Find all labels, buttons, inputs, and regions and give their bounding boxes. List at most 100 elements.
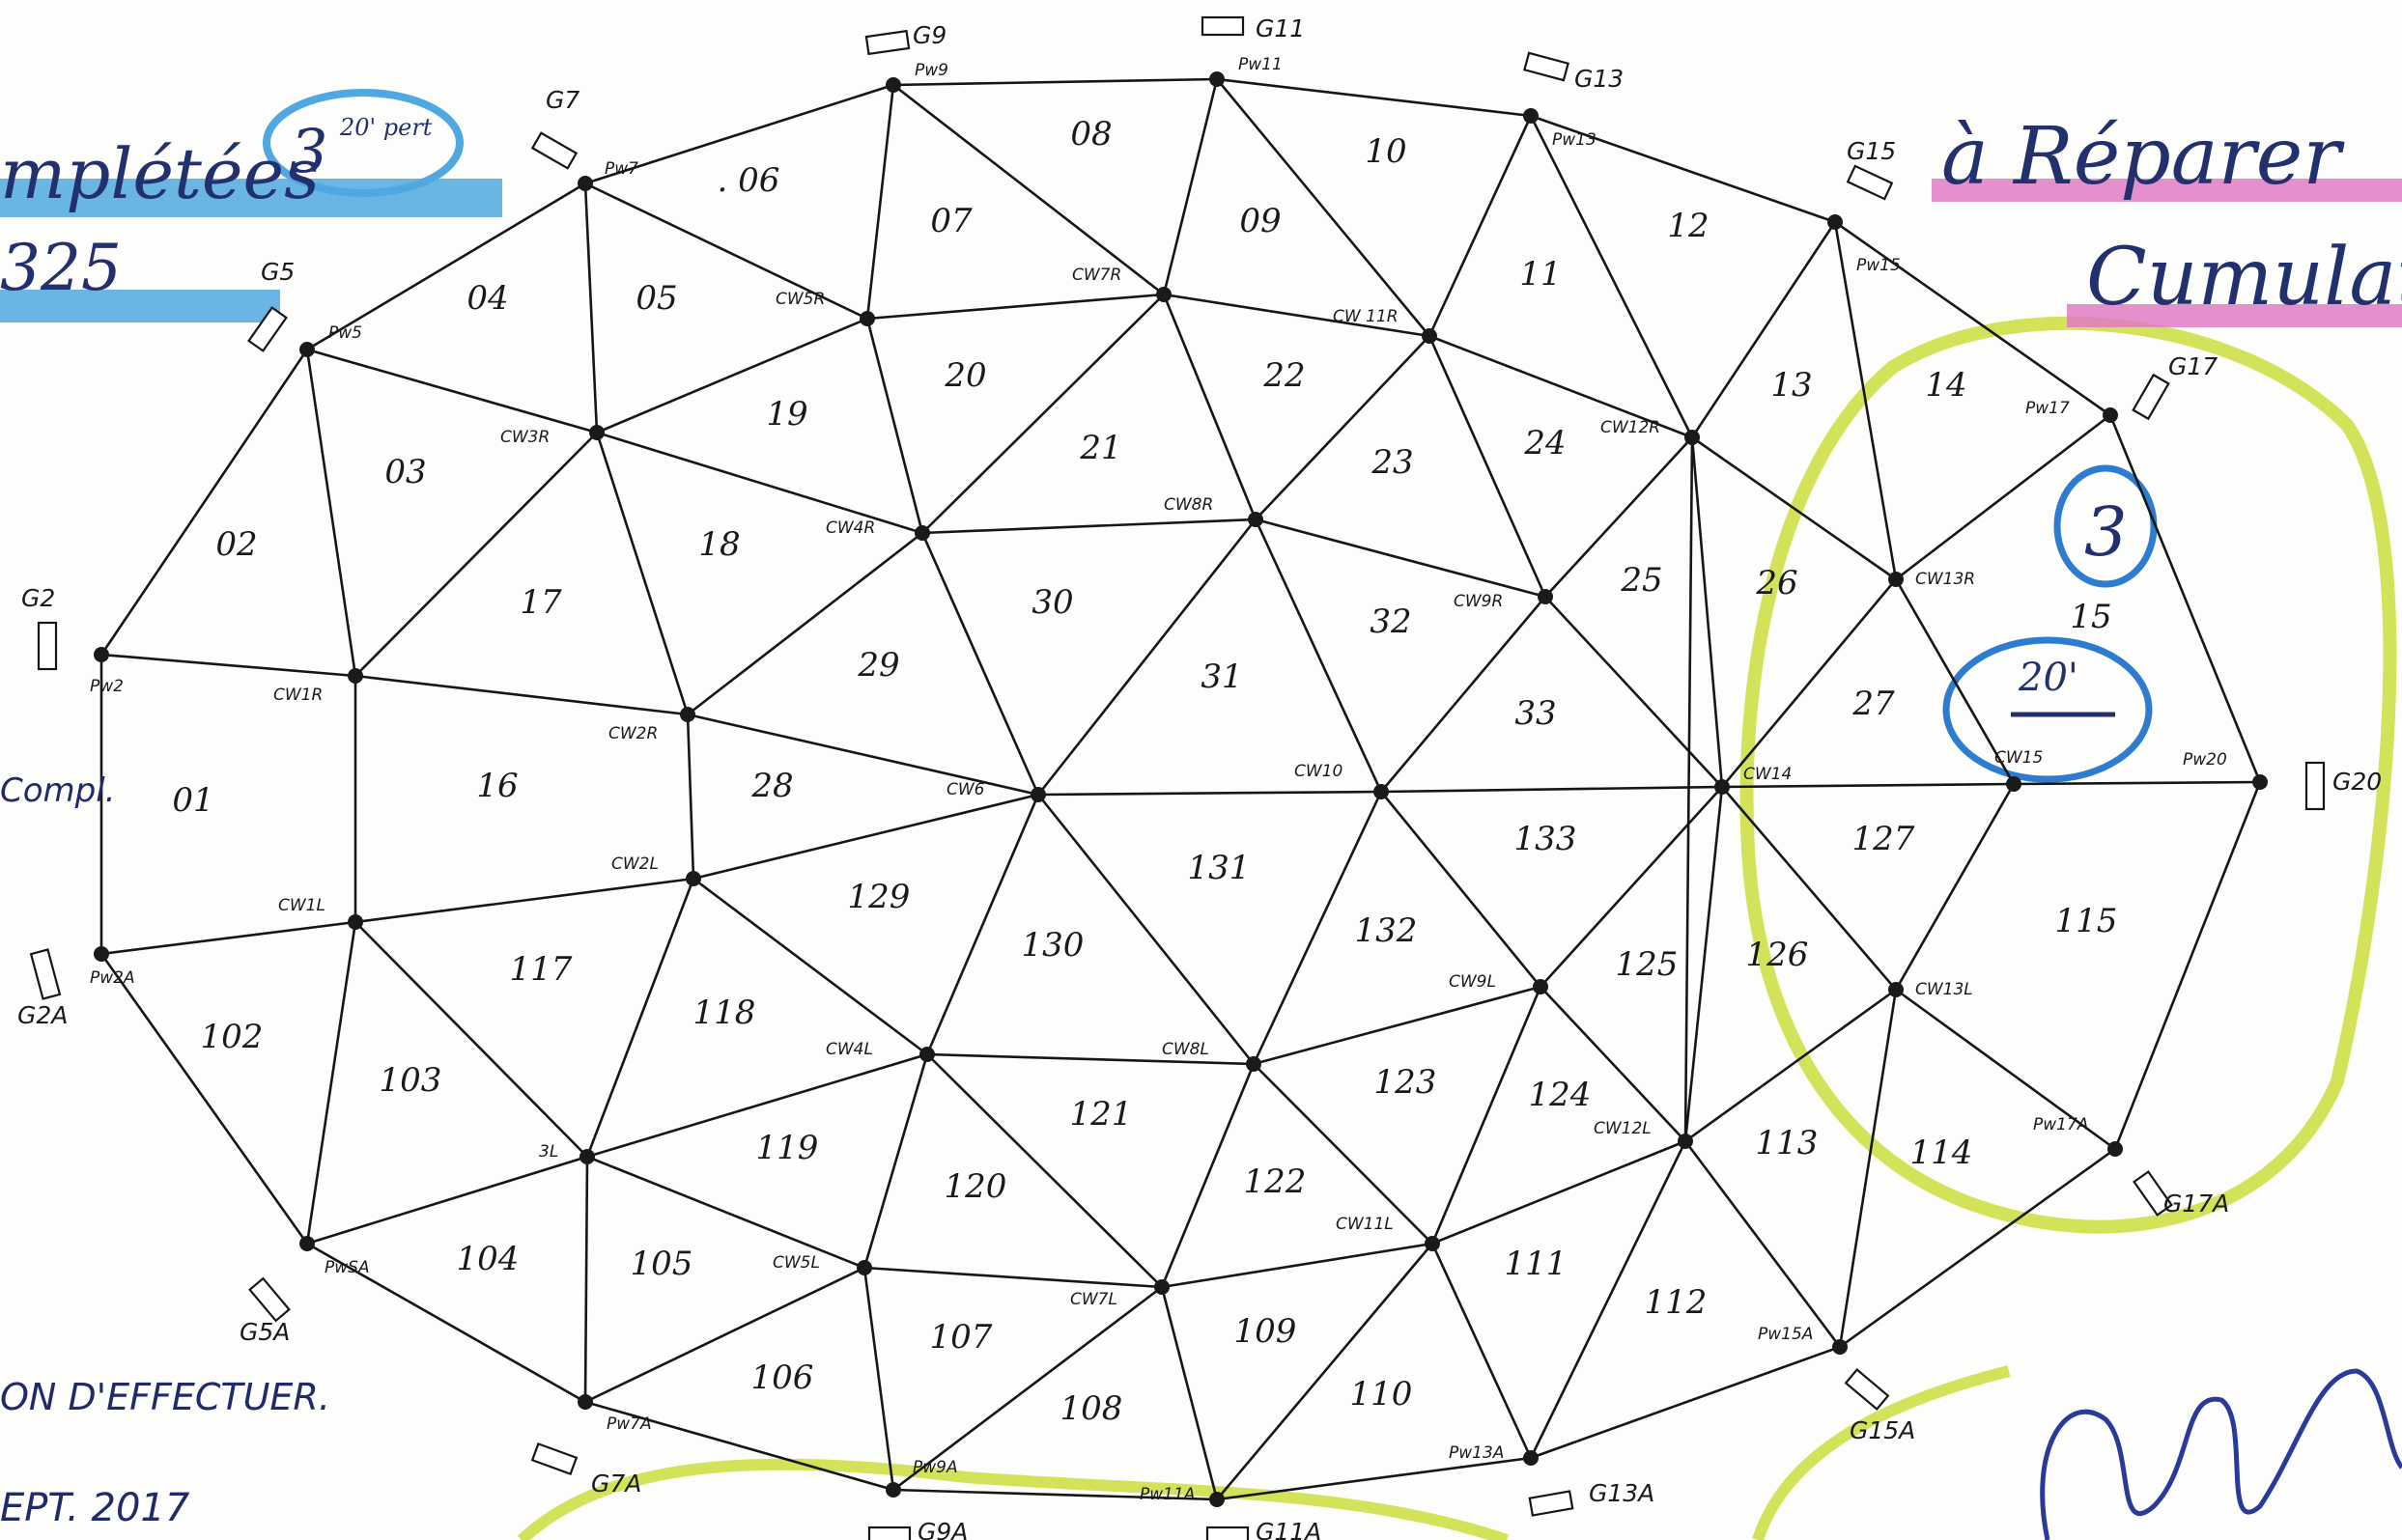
gauge-label-g17: G17 <box>2168 352 2218 380</box>
cell-label-121: 121 <box>1070 1095 1133 1134</box>
well-label-cw13r: CW13R <box>1915 570 1975 589</box>
compl-label: Compl. <box>0 771 116 810</box>
well-label-cw1l: CW1L <box>278 896 325 915</box>
well-label-pw5: Pw5 <box>328 323 362 343</box>
cell-label-23: 23 <box>1371 443 1413 482</box>
pipe-edge-cw11r-cw12r <box>1428 334 1693 439</box>
cell-label-33: 33 <box>1514 694 1556 733</box>
well-label-cw1r: CW1R <box>273 686 323 705</box>
pipe-edge-pw5-cw3r <box>306 348 598 434</box>
well-label-cw9r: CW9R <box>1454 592 1503 611</box>
cell-label-14: 14 <box>1925 366 1966 405</box>
well-label-cw12r: CW12R <box>1600 418 1660 437</box>
pipe-edge-cw11r-cw9r <box>1427 335 1547 598</box>
well-node-pw11a <box>1209 1492 1225 1507</box>
gauge-marker-g2a <box>29 948 62 1000</box>
pipe-edge-cw7r-cw8r <box>1162 294 1258 520</box>
cell-label-13: 13 <box>1770 366 1812 405</box>
well-node-cw9r <box>1538 589 1553 604</box>
pipe-edge-cw11r-cw8r <box>1255 335 1430 520</box>
pipe-edge-pw7a-pw9a <box>584 1400 894 1492</box>
well-label-pw9a: Pw9A <box>913 1458 958 1477</box>
cell-label-129: 129 <box>848 878 911 916</box>
pipe-edge-cw8l-cw10 <box>1252 791 1383 1065</box>
cell-label-31: 31 <box>1201 658 1242 696</box>
cell-label-104: 104 <box>457 1240 520 1278</box>
well-node-cw5r <box>860 311 875 326</box>
well-label-pw5a: PwSA <box>325 1258 370 1277</box>
cell-label-32: 32 <box>1370 602 1411 641</box>
pipe-network <box>99 77 2262 1501</box>
cell-label-10: 10 <box>1365 132 1406 171</box>
pink-highlight-cumul <box>2067 304 2402 327</box>
pipe-edge-cw12l-cw13l <box>1684 988 1897 1143</box>
pipe-edge-pw11a-pw13a <box>1216 1456 1532 1501</box>
cell-label-126: 126 <box>1746 936 1809 974</box>
cell-label-105: 105 <box>631 1245 693 1283</box>
blue-circle-repair-length <box>1942 636 2153 783</box>
well-label-pw15a: Pw15A <box>1758 1325 1813 1344</box>
pipe-edge-cw12r-cw9r <box>1544 436 1693 598</box>
well-node-cw4r <box>915 525 930 541</box>
pipe-edge-pw5a-pw7a <box>306 1242 586 1404</box>
cell-label-132: 132 <box>1355 911 1418 950</box>
cell-label-28: 28 <box>750 767 793 805</box>
cell-label-115: 115 <box>2055 902 2118 940</box>
cell-label-27: 27 <box>1851 685 1895 723</box>
pipe-edge-pw5a-cw3l <box>306 1155 588 1246</box>
pipe-edge-pw13-cw12r <box>1529 115 1694 438</box>
well-node-pw7 <box>578 176 593 191</box>
cumulative-title: Cumulat <box>2086 232 2402 323</box>
well-node-cw1l <box>348 914 363 930</box>
well-node-pw15a <box>1832 1339 1848 1355</box>
pipe-edge-cw1l-cw3l <box>354 921 588 1158</box>
pipe-edge-pw13-pw15 <box>1530 114 1836 224</box>
well-node-cw12l <box>1678 1134 1693 1149</box>
cell-label-25: 25 <box>1620 561 1662 600</box>
gauge-marker-g7a <box>530 1442 579 1476</box>
pipe-edge-pw7a-cw5l <box>584 1266 865 1404</box>
cell-label-113: 113 <box>1756 1124 1819 1162</box>
gauge-label-g2: G2 <box>21 584 55 612</box>
pipe-edge-pw11-pw13 <box>1216 77 1532 118</box>
cell-label-21: 21 <box>1079 429 1121 467</box>
pipe-edge-cw13r-cw15 <box>1894 578 2016 785</box>
pipe-edge-pw13-cw11r <box>1427 115 1533 337</box>
repair-count: 3 <box>2084 492 2128 572</box>
pipe-edge-cw8r-cw9r <box>1255 518 1546 599</box>
cell-label-127: 127 <box>1852 820 1915 858</box>
gauge-marker-g17 <box>2132 373 2170 421</box>
instruction-text: ON D'EFFECTUER. <box>0 1376 330 1418</box>
blue-circle-repair-count <box>2053 464 2158 588</box>
well-label-pw13: Pw13 <box>1552 130 1597 150</box>
pipe-edge-cw13l-cw15 <box>1894 783 2016 991</box>
cell-label-109: 109 <box>1234 1312 1297 1351</box>
well-label-cw14: CW14 <box>1743 765 1792 784</box>
gauge-label-g13a: G13A <box>1589 1479 1654 1507</box>
well-label-pw7a: Pw7A <box>607 1414 652 1434</box>
to-repair-title: à Réparer <box>1941 111 2345 203</box>
gauge-marker-g20 <box>2304 761 2326 811</box>
well-node-pw15 <box>1827 214 1843 230</box>
well-node-pw5a <box>299 1236 315 1251</box>
cell-label-19: 19 <box>766 395 807 434</box>
gauge-markers: G2G2AG5G5AG7G7AG9G9AG11G11AG13G13AG15G15… <box>17 14 2382 1540</box>
pipe-edge-cw5l-cw4l <box>862 1053 929 1269</box>
gauge-label-g20: G20 <box>2332 768 2382 796</box>
well-label-cw9l: CW9L <box>1449 972 1496 992</box>
pipe-edge-pw17-cw13r <box>1895 413 2111 581</box>
pipe-edge-cw8l-cw9l <box>1253 985 1541 1066</box>
pipe-edge-cw4r-cw6 <box>920 532 1040 796</box>
well-node-cw9l <box>1533 979 1548 994</box>
pipe-edge-cw2l-cw4l <box>692 877 928 1056</box>
pipe-edge-pw15-cw12r <box>1690 221 1837 438</box>
well-label-cw7r: CW7R <box>1072 266 1121 285</box>
cell-label-06: . 06 <box>718 161 780 200</box>
annotation-layer: mplétées 3 20' pert 325 à Réparer Cumula… <box>0 111 2402 1540</box>
cell-label-106: 106 <box>751 1358 814 1397</box>
well-node-pw5 <box>299 342 315 357</box>
pipe-edge-cw7r-cw4r <box>921 294 1165 534</box>
pipe-edge-cw6-cw10 <box>1037 790 1382 797</box>
well-label-cw5r: CW5R <box>776 290 825 309</box>
pipe-edge-cw13r-cw14 <box>1721 578 1897 788</box>
